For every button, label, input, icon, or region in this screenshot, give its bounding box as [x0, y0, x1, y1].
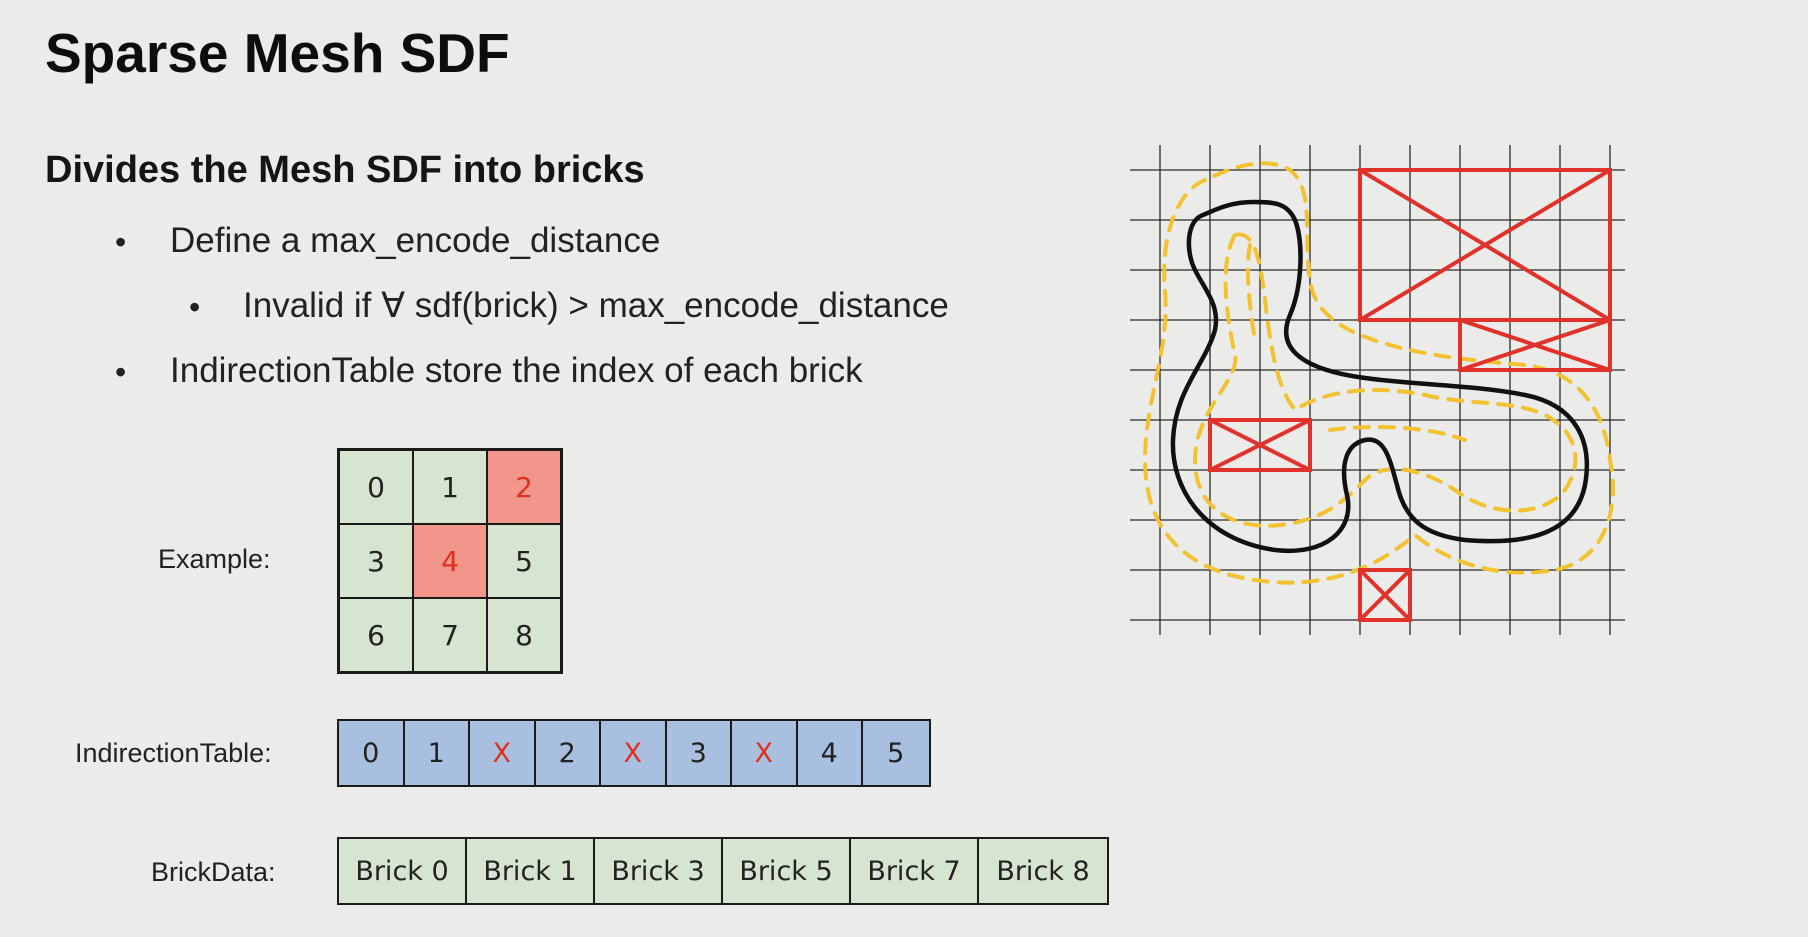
bullet-invalid-condition: Invalid if ∀ sdf(brick) > max_encode_dis… [243, 286, 949, 325]
indirection-entry: 0 [339, 721, 405, 785]
invalid-brick-markers [1208, 168, 1612, 622]
indirection-table-label: IndirectionTable: [75, 738, 272, 768]
bullet-marker: • [115, 354, 127, 390]
shape-outline [1170, 199, 1590, 554]
bullet-define-max-encode-distance: Define a max_encode_distance [170, 221, 661, 260]
example-cell-invalid: 2 [487, 450, 561, 524]
indirection-entry: 4 [797, 721, 863, 785]
slide-title: Sparse Mesh SDF [45, 22, 510, 84]
indirection-entry-invalid: X [601, 721, 667, 785]
slide-subtitle: Divides the Mesh SDF into bricks [45, 149, 645, 191]
brick-data-entry: Brick 5 [723, 839, 851, 903]
indirection-entry-invalid: X [732, 721, 798, 785]
example-cell: 5 [487, 524, 561, 598]
example-cell: 1 [413, 450, 487, 524]
bullet-marker: • [189, 289, 201, 325]
indirection-entry-invalid: X [470, 721, 536, 785]
example-label: Example: [158, 544, 271, 574]
distance-contours [1142, 161, 1615, 585]
indirection-entry: 3 [666, 721, 732, 785]
brick-data-entry: Brick 7 [851, 839, 979, 903]
example-cell: 8 [487, 598, 561, 672]
brick-data-label: BrickData: [151, 857, 276, 887]
example-cell: 6 [339, 598, 413, 672]
brick-data-entry: Brick 0 [339, 839, 467, 903]
example-cell: 3 [339, 524, 413, 598]
indirection-entry: 2 [535, 721, 601, 785]
indirection-entry: 5 [863, 721, 929, 785]
example-cell-invalid: 4 [413, 524, 487, 598]
brick-data-entry: Brick 3 [595, 839, 723, 903]
example-cell: 0 [339, 450, 413, 524]
indirection-entry: 1 [404, 721, 470, 785]
brick-data-entry: Brick 1 [467, 839, 595, 903]
bullet-indirection-table: IndirectionTable store the index of each… [170, 351, 863, 390]
sdf-brick-figure [1130, 145, 1625, 635]
brick-data-entry: Brick 8 [979, 839, 1107, 903]
example-cell: 7 [413, 598, 487, 672]
bullet-marker: • [115, 224, 127, 260]
